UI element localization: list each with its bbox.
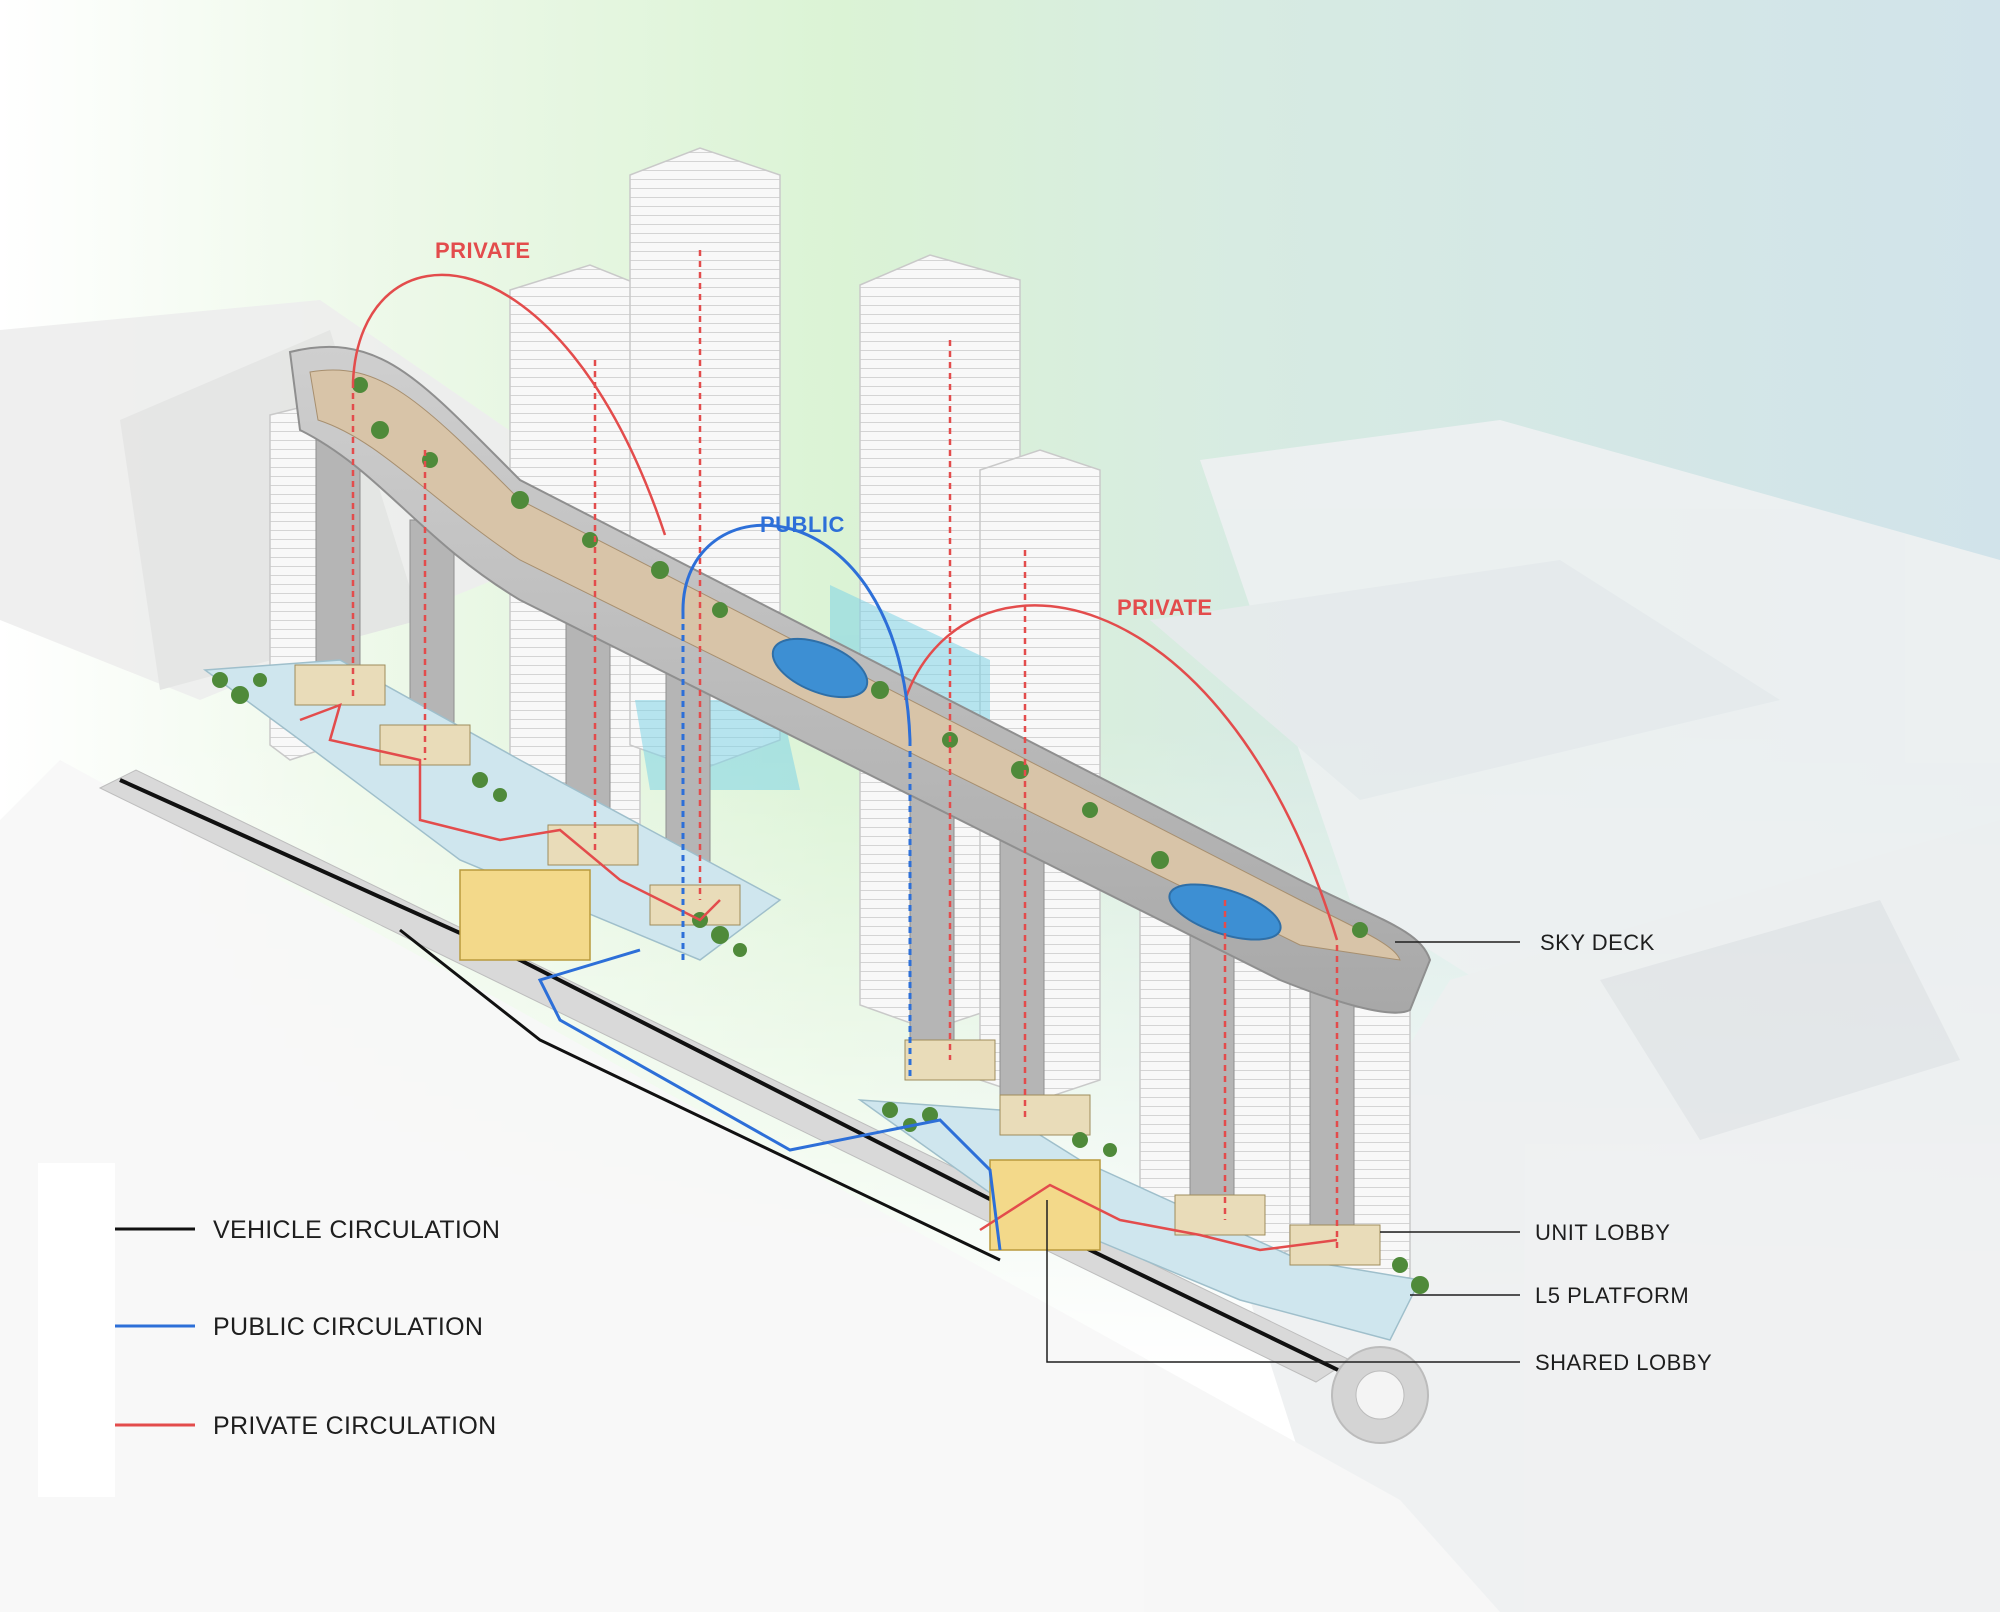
public-circulation — [537, 523, 1002, 1251]
shared-lobby-right — [989, 1159, 1101, 1251]
private-path-right — [979, 1183, 1338, 1252]
callout-sky-deck: SKY DECK — [1540, 930, 1655, 955]
flow-label-private-left: PRIVATE — [435, 238, 531, 263]
public-path — [537, 948, 1002, 1251]
callout-unit-lobby: UNIT LOBBY — [1535, 1220, 1670, 1245]
podium — [202, 659, 1429, 1341]
legend: VEHICLE CIRCULATION PUBLIC CIRCULATION P… — [38, 1163, 500, 1497]
private-path-left — [299, 702, 721, 922]
podium-trees — [212, 672, 1429, 1294]
shared-lobby-leader — [1046, 1200, 1520, 1363]
public-arc — [681, 523, 912, 741]
flow-label-private-right: PRIVATE — [1117, 595, 1213, 620]
callout-shared-lobby: SHARED LOBBY — [1535, 1350, 1712, 1375]
sky-pool-1 — [771, 637, 869, 699]
legend-label-public: PUBLIC CIRCULATION — [213, 1313, 483, 1341]
callout-leaders — [1046, 941, 1520, 1363]
unit-lobby-7 — [1174, 1194, 1266, 1236]
flow-label-public: PUBLIC — [760, 512, 845, 537]
vehicle-route — [119, 778, 1339, 1372]
core-7 — [1189, 929, 1235, 1231]
sky-deck — [288, 345, 1432, 1014]
unit-lobby-1 — [294, 664, 386, 706]
unit-lobby-2 — [379, 724, 471, 766]
legend-label-vehicle: VEHICLE CIRCULATION — [213, 1216, 500, 1244]
unit-lobby-6 — [999, 1094, 1091, 1136]
ground-context — [0, 300, 2000, 1612]
private-arc-right — [903, 604, 1339, 941]
shared-lobby-left — [459, 869, 591, 961]
callout-l5-platform: L5 PLATFORM — [1535, 1283, 1689, 1308]
private-circulation — [299, 250, 1339, 1252]
legend-label-private: PRIVATE CIRCULATION — [213, 1412, 497, 1440]
sky-deck-top — [309, 369, 1401, 961]
legend-box — [38, 1163, 115, 1497]
private-arc-left — [351, 273, 667, 536]
